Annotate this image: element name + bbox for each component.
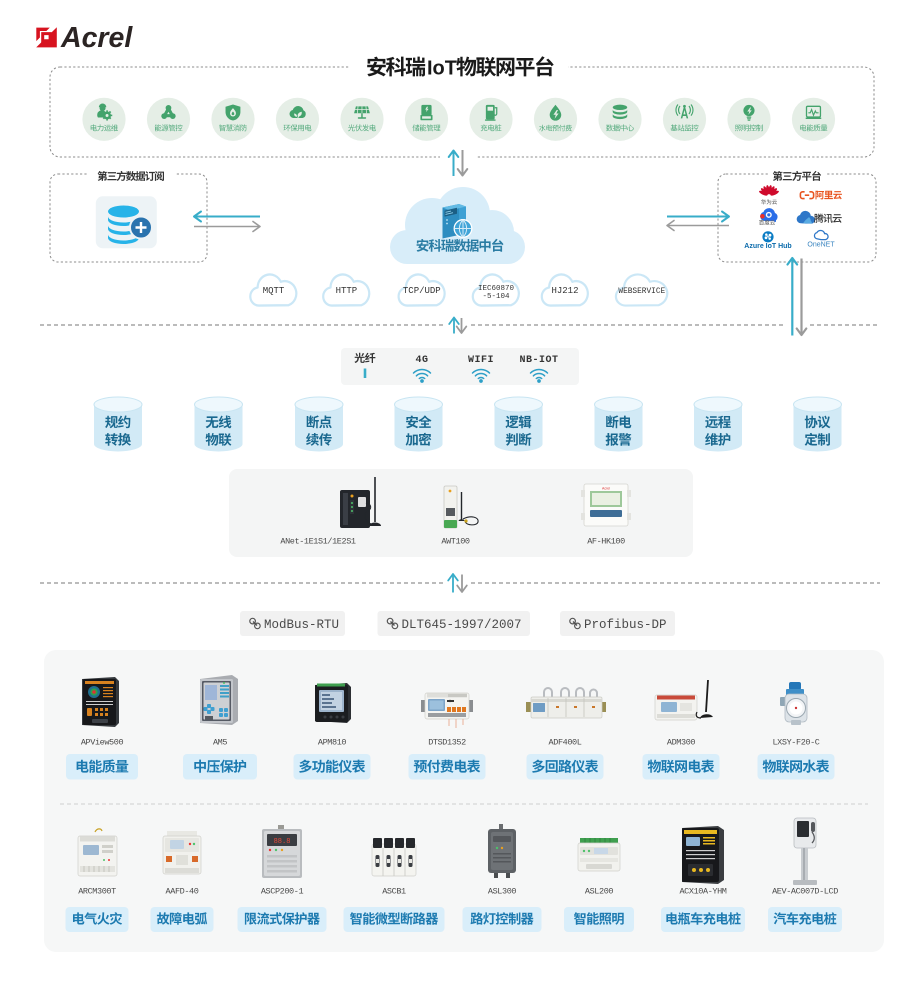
svg-text:IoT: IoT	[427, 58, 457, 80]
svg-text:Profibus-DP: Profibus-DP	[584, 618, 667, 632]
svg-text:AEV-AC007D-LCD: AEV-AC007D-LCD	[772, 887, 838, 897]
svg-text:ASCB1: ASCB1	[382, 887, 406, 897]
svg-text:ADM300: ADM300	[667, 738, 696, 748]
svg-text:ANet-1E1S1/1E2S1: ANet-1E1S1/1E2S1	[280, 537, 356, 547]
svg-text:4G: 4G	[415, 355, 428, 366]
svg-text:APM810: APM810	[318, 738, 347, 748]
svg-text:DTSD1352: DTSD1352	[428, 738, 466, 748]
svg-text:IEC60870: IEC60870	[478, 285, 515, 293]
svg-text:ADF400L: ADF400L	[549, 738, 582, 748]
svg-text:ACX10A-YHM: ACX10A-YHM	[679, 887, 726, 897]
svg-text:WEBSERVICE: WEBSERVICE	[618, 288, 665, 296]
svg-text:ASL300: ASL300	[488, 887, 517, 897]
svg-text:HJ212: HJ212	[551, 286, 578, 296]
svg-text:ASCP200-1: ASCP200-1	[261, 887, 304, 897]
svg-text:LXSY-F20-C: LXSY-F20-C	[772, 738, 819, 748]
svg-text:ModBus-RTU: ModBus-RTU	[264, 618, 339, 632]
svg-text:DLT645-1997/2007: DLT645-1997/2007	[402, 618, 522, 632]
svg-text:ASL200: ASL200	[585, 887, 614, 897]
svg-text:OneNET: OneNET	[807, 242, 835, 249]
svg-text:Azure IoT Hub: Azure IoT Hub	[744, 243, 791, 250]
svg-text:-5-104: -5-104	[482, 293, 510, 301]
svg-text:Acrel: Acrel	[60, 22, 133, 54]
svg-text:ARCM300T: ARCM300T	[78, 887, 116, 897]
svg-text:AF-HK100: AF-HK100	[587, 537, 625, 547]
svg-text:Acrel: Acrel	[602, 487, 610, 491]
svg-text:AWT100: AWT100	[441, 537, 470, 547]
svg-text:88.8: 88.8	[274, 838, 291, 846]
svg-text:AAFD-40: AAFD-40	[166, 887, 199, 897]
svg-text:WIFI: WIFI	[468, 355, 494, 366]
svg-text:MQTT: MQTT	[263, 286, 285, 296]
svg-text:APView500: APView500	[81, 738, 124, 748]
svg-text:HTTP: HTTP	[336, 286, 358, 296]
svg-text:NB-IOT: NB-IOT	[519, 355, 558, 366]
svg-text:AM5: AM5	[213, 738, 227, 748]
svg-text:TCP/UDP: TCP/UDP	[403, 286, 441, 296]
